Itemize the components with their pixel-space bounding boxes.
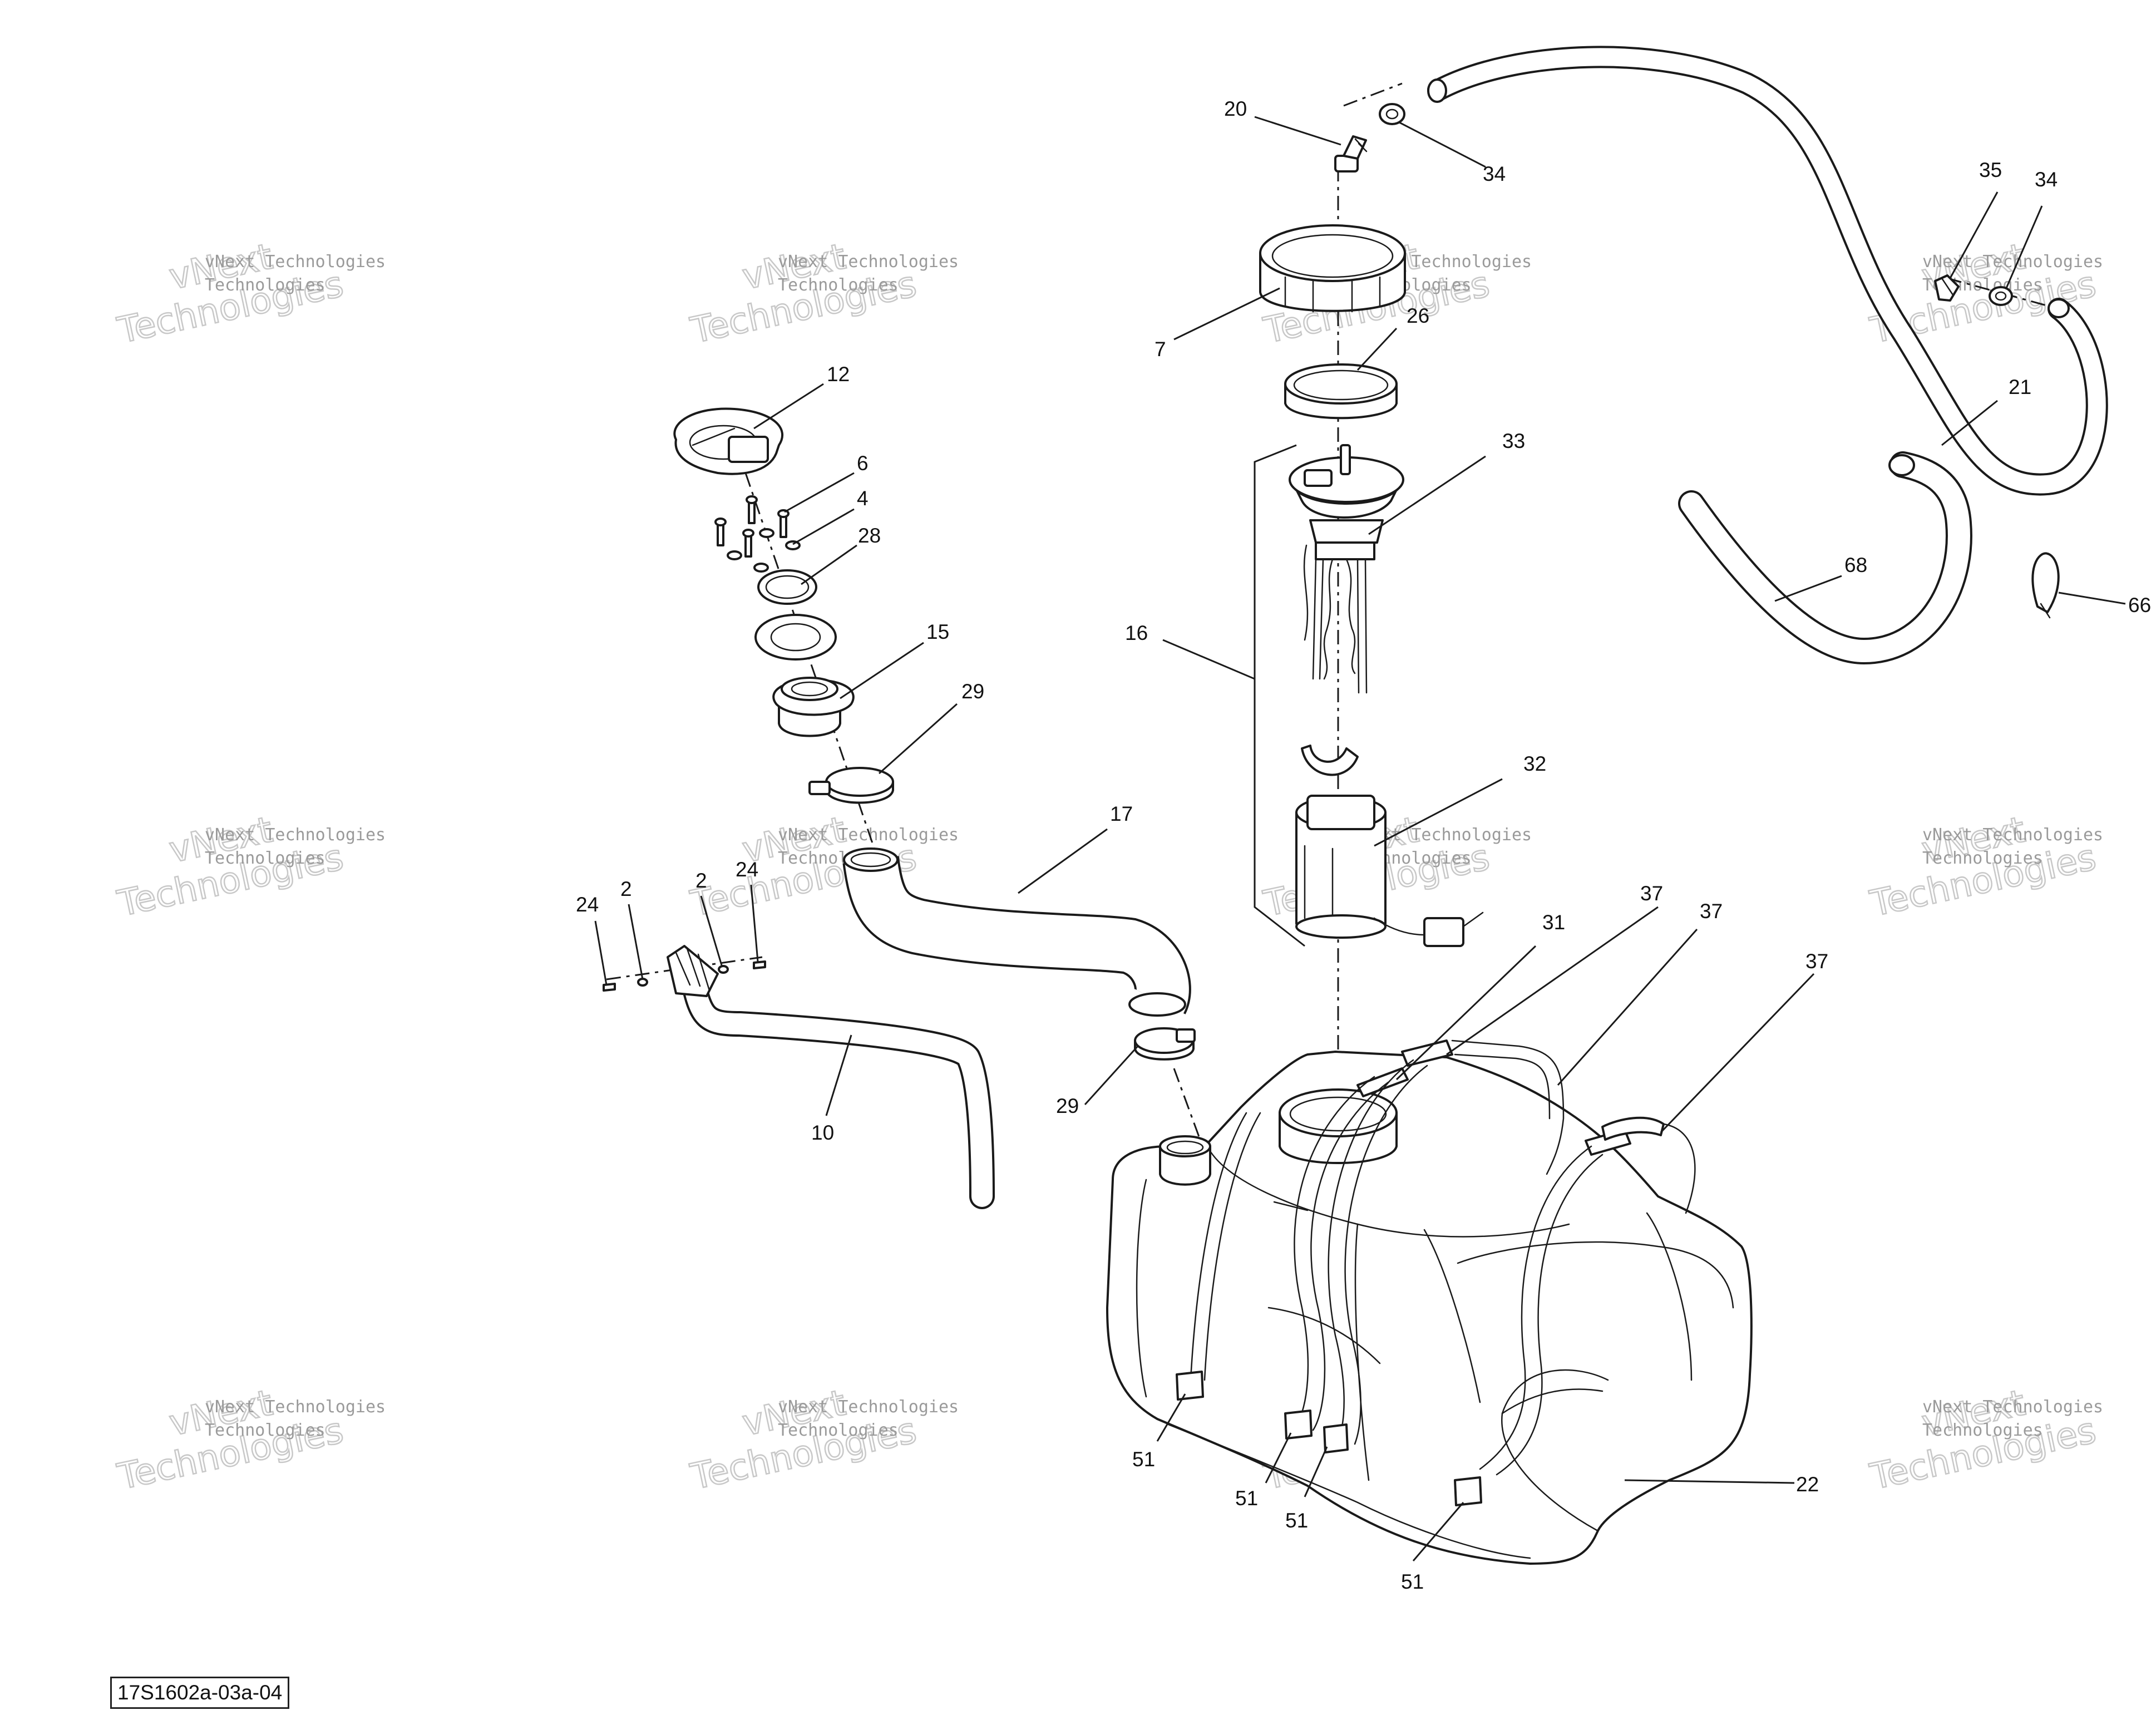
callout-35: 35 [1979,159,2002,181]
filler-hose-17 [842,847,1191,1017]
callout-31: 31 [1542,911,1565,934]
callout-10: 10 [811,1121,834,1144]
callout-20: 20 [1224,97,1247,120]
strap-left [1190,1112,1261,1381]
hose-clamp-29-upper [808,767,894,804]
callout-24: 24 [736,858,758,881]
screws-6 [714,495,790,558]
lock-ring-7 [1259,224,1406,313]
callout-16: 16 [1125,622,1148,644]
watermark-text: Technologies [778,1421,899,1440]
vent-tube-10 [667,945,995,1209]
callout-12: 12 [827,363,850,386]
watermarks: vNext Technologies vNext Technologies Te… [114,235,2103,1499]
callout-68: 68 [1844,554,1867,576]
brackets-51 [1176,1371,1482,1506]
callout-37: 37 [1700,900,1723,923]
watermark-text: vNext Technologies [1922,1397,2103,1417]
watermark-text: Technologies [1922,849,2043,868]
fuel-pump-32 [1295,745,1484,947]
callout-26: 26 [1407,304,1429,327]
callout-2: 2 [620,878,632,900]
callout-29: 29 [961,680,984,703]
hose-clamp-29-lower [1134,1027,1196,1061]
vent-hose-21 [1427,46,2108,496]
callout-51: 51 [1401,1570,1424,1593]
watermark-text: Technologies [778,275,899,295]
fuel-pump-module-33 [1289,444,1404,694]
callout-28: 28 [858,524,881,547]
callout-32: 32 [1523,752,1546,775]
clips-24 [603,960,766,992]
fuel-cap-12 [673,407,783,475]
callout-33: 33 [1502,430,1525,452]
leader-lines [594,116,2126,1561]
callout-17: 17 [1110,802,1133,825]
callout-51: 51 [1235,1487,1258,1510]
strap-37-b [1451,1039,1565,1175]
callout-24: 24 [576,893,599,916]
gasket-26 [1284,363,1398,420]
watermark-text: Technologies [205,1421,325,1440]
callout-2: 2 [695,869,707,892]
callout-22: 22 [1796,1473,1819,1496]
callout-51: 51 [1285,1509,1308,1532]
callout-15: 15 [926,620,949,643]
callout-66: 66 [2128,594,2151,617]
watermark-text: Technologies [1922,1421,2043,1440]
callout-6: 6 [857,452,869,475]
washers-4 [727,528,801,573]
fitting-20 [1334,135,1368,173]
watermark-text: vNext Technologies [205,1397,386,1417]
callout-34: 34 [1483,162,1506,185]
watermark-text: vNext Technologies [778,252,959,272]
watermark-text: vNext Technologies [778,1397,959,1417]
strap-37-a [1328,1039,1453,1445]
callout-37: 37 [1640,882,1663,905]
flange-gasket [754,614,837,661]
ring-28 [757,569,817,605]
callout-7: 7 [1155,338,1166,361]
callout-37: 37 [1805,950,1828,973]
filler-neck-15 [772,677,855,737]
callout-34: 34 [2035,168,2058,191]
module-bracket-16 [1254,444,1305,947]
watermark-text: Technologies [205,275,325,295]
watermark-text: vNext Technologies [205,825,386,845]
check-valve-35 [1934,274,1960,302]
callout-4: 4 [857,487,869,510]
hose-clamp-34-top [1379,103,1405,125]
figure-id-label: 17S1602a-03a-04 [110,1677,290,1709]
watermark-text: vNext Technologies [778,825,959,845]
callout-51: 51 [1132,1448,1155,1471]
cable-tie-66 [2031,552,2060,619]
callout-29: 29 [1056,1095,1079,1117]
callout-21: 21 [2009,376,2031,398]
watermark-text: Technologies [205,849,325,868]
vent-hose-68 [1678,451,1972,665]
callout-labels: 20 34 35 34 7 26 21 12 6 4 28 33 68 66 1… [576,97,2151,1593]
watermark-text: vNext Technologies [205,252,386,272]
watermark-text: vNext Technologies [1922,825,2103,845]
hose-clamp-34-right [1989,286,2013,306]
watermark-text: vNext Technologies [1922,252,2103,272]
strap-37-c [1479,1116,1696,1476]
